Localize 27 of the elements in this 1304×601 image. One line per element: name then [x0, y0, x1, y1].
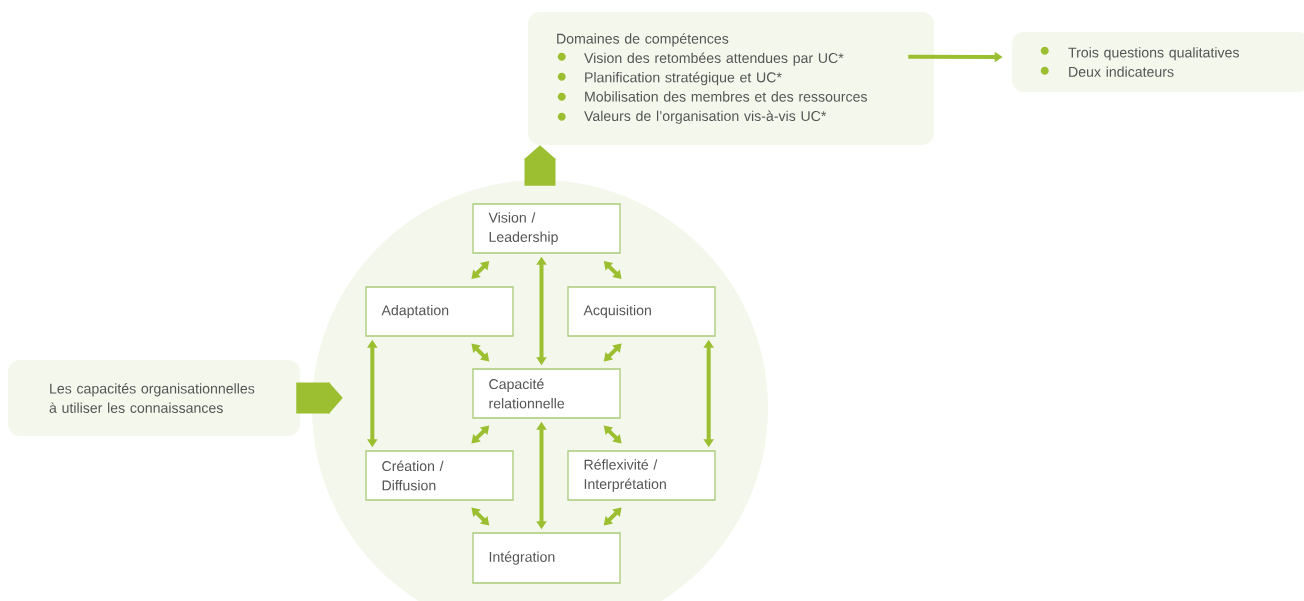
process-box	[365, 286, 514, 337]
box-label: Réflexivité / Interprétation	[584, 459, 666, 492]
block-arrow	[296, 382, 343, 414]
box-label: Les capacités organisationnelles à utiliser les connaissances	[49, 383, 255, 413]
bullet-item: Deux indicateurs	[1069, 66, 1174, 77]
text-box	[8, 360, 300, 436]
block-arrow	[524, 145, 556, 186]
box-label: Intégration	[489, 551, 555, 565]
list-box	[1012, 32, 1304, 92]
process-box	[472, 368, 621, 419]
bullet-item: Trois questions qualitatives	[1068, 47, 1239, 61]
bullet-item: Planification stratégique et UC*	[585, 71, 782, 86]
box-label: Création / Diffusion	[382, 460, 444, 491]
box-label: Acquisition	[583, 304, 651, 319]
list-box	[528, 12, 934, 145]
bullet-item: Vision des retombées attendues par UC*	[584, 52, 844, 66]
process-box	[365, 450, 514, 501]
box-label: Capacité relationnelle	[489, 378, 565, 409]
process-box	[567, 450, 716, 501]
list-heading: Domaines de compétences	[557, 33, 729, 47]
bullet-item: Mobilisation des membres et des ressources	[585, 91, 867, 102]
box-label: Adaptation	[381, 304, 449, 319]
bullet-item: Valeurs de l’organisation vis-à-vis UC*	[584, 110, 827, 124]
process-box	[567, 286, 716, 337]
process-box	[472, 203, 621, 254]
process-box	[472, 532, 621, 584]
box-label: Vision / Leadership	[488, 212, 558, 245]
